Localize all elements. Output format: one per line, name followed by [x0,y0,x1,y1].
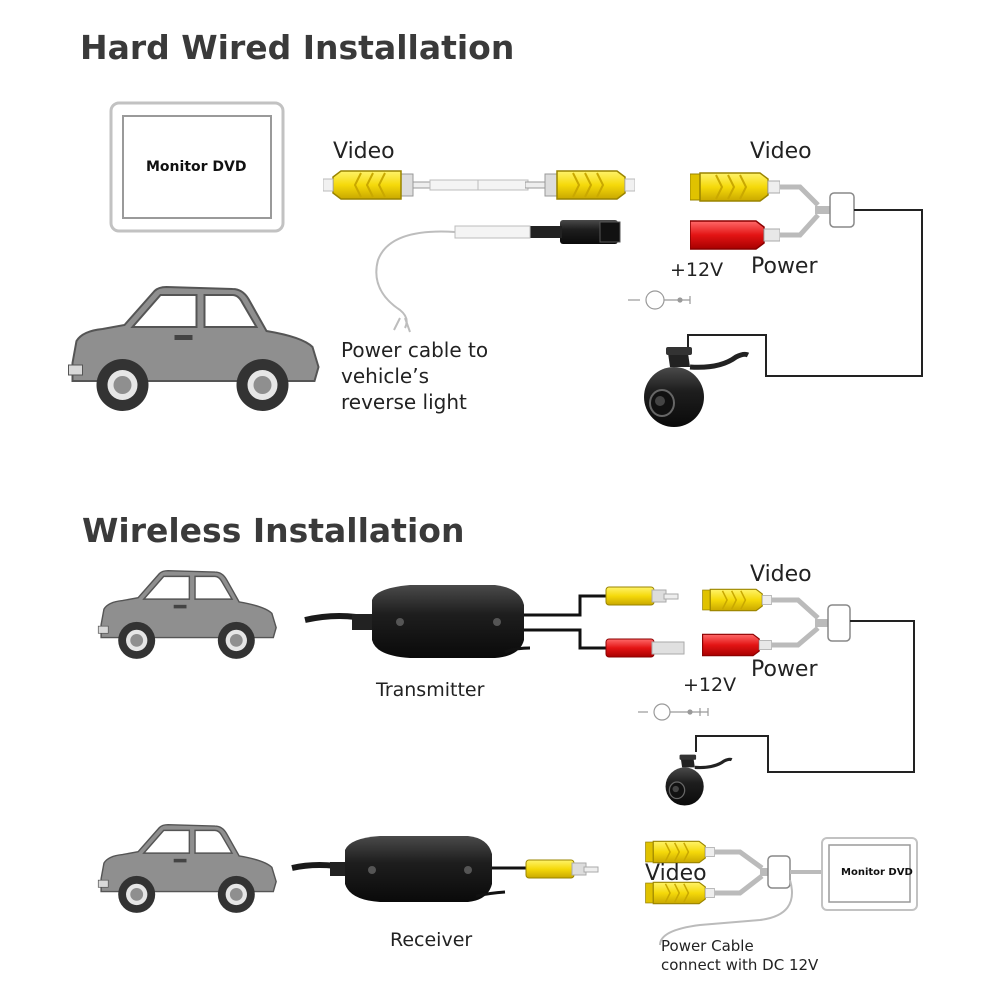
receiver-box [345,836,492,902]
video-label: Video [750,562,812,587]
power-cable-note: Power cable to vehicle’s reverse light [341,337,488,415]
car-icon [97,823,277,914]
rca-socket [702,588,772,612]
power-cable-line: connect with DC 12V [661,956,819,974]
power-cable-line: reverse light [341,390,467,414]
dc-power-socket [702,633,772,657]
transmitter-label: Transmitter [376,679,485,701]
monitor-screen [122,115,272,219]
power-cable-line: vehicle’s [341,364,430,388]
power-cable-line: Power cable to [341,338,489,362]
monitor-label: Monitor DVD [841,867,913,878]
receiver-rca-plug [525,859,599,879]
power-cable-line: Power Cable [661,937,754,955]
video-label-left: Video [333,139,395,164]
transmitter-box [372,585,524,658]
transmitter-power-plug [605,638,685,658]
transmitter-rca-plug [605,586,679,606]
rca-socket [690,172,780,202]
hard-wired-title: Hard Wired Installation [80,28,515,67]
rca-plug-right [525,170,635,200]
plus12v-label: +12V [683,674,737,696]
wireless-title: Wireless Installation [82,511,465,550]
power-cable-note: Power Cable connect with DC 12V [661,937,818,975]
reverse-camera [663,752,733,808]
video-label-right: Video [750,139,812,164]
plus12v-label: +12V [670,259,724,281]
monitor-screen [828,844,911,903]
monitor-label: Monitor DVD [146,159,247,175]
power-label: Power [751,254,818,279]
receiver-label: Receiver [390,929,473,951]
video-label: Video [645,861,707,886]
car-icon [97,569,277,660]
power-label: Power [751,657,818,682]
reverse-camera [644,347,748,427]
rca-plug-left [323,170,433,200]
rca-socket [645,840,715,864]
car-icon [67,285,320,413]
dc-power-socket [690,220,780,250]
